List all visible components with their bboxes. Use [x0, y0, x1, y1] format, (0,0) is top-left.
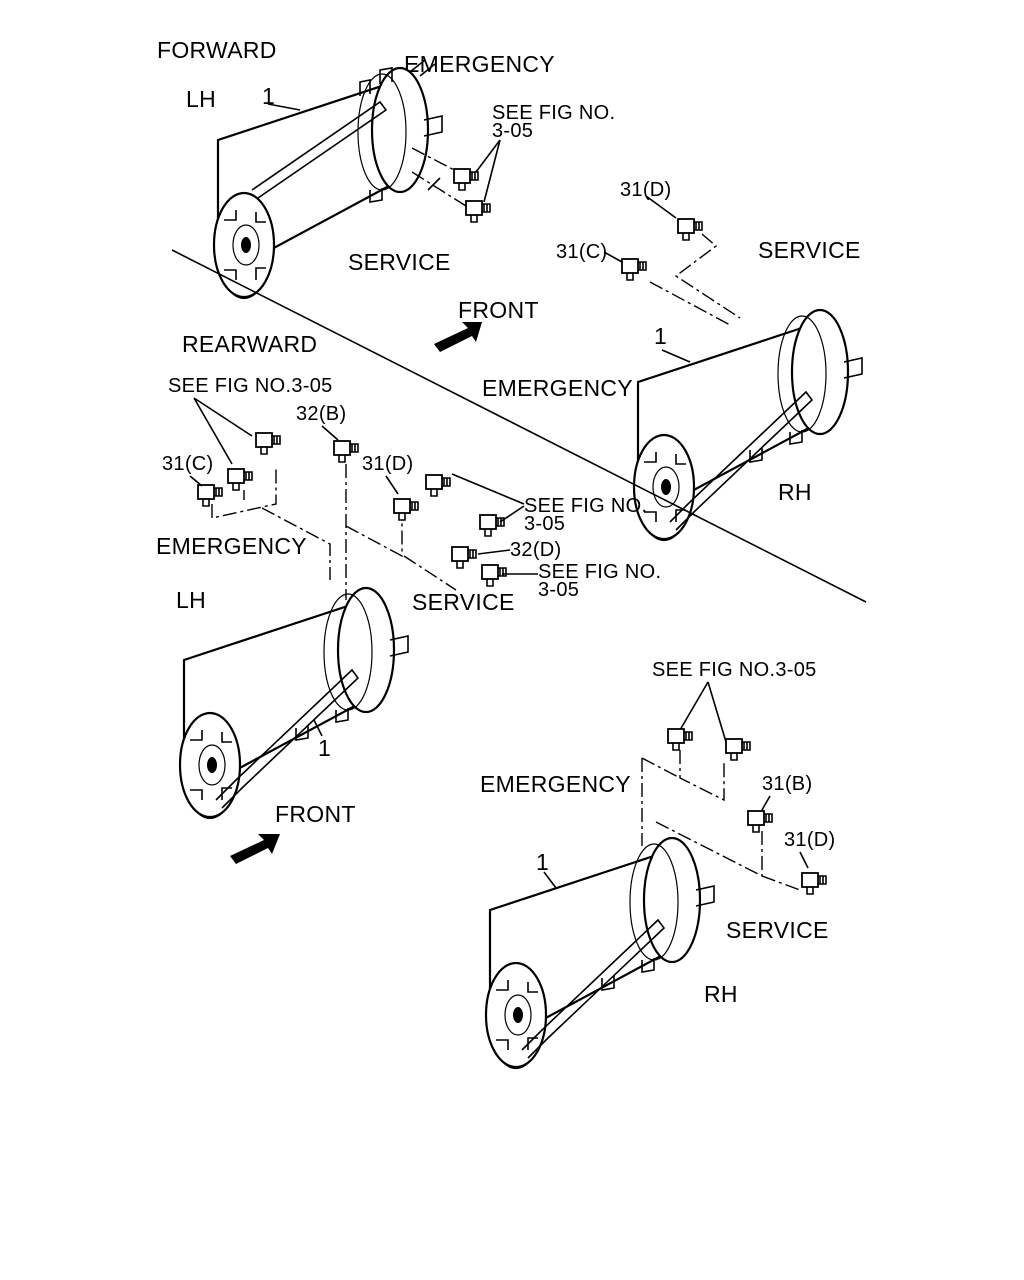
- rearward-lh-31c-fitting: [197, 484, 223, 507]
- forward-lh-hose-lines: [411, 147, 467, 207]
- forward-front-arrow-icon: [434, 322, 482, 352]
- rearward-lh-31d-callout: 31(D): [362, 453, 414, 475]
- rearward-lh-32b-callout: 32(B): [296, 403, 346, 425]
- rearward-lh-see-fig-inline: SEE FIG NO.3-05: [168, 375, 333, 397]
- rearward-rh-label: RH: [704, 981, 738, 1007]
- rearward-lh-see-fig-a-line1: SEE FIG NO.: [524, 495, 647, 517]
- rearward-lh-see-fig-a-line2: 3-05: [524, 513, 565, 535]
- forward-lh-label: LH: [186, 86, 216, 112]
- rearward-lh-32d-fitting: [451, 546, 477, 569]
- forward-section-label: FORWARD: [157, 37, 277, 63]
- rearward-lh-label: LH: [176, 587, 206, 613]
- forward-lh-part-1-leader: [267, 103, 301, 111]
- forward-lh-see-fig-line1: SEE FIG NO.: [492, 102, 615, 124]
- rearward-lh-see-fig-leaders: [193, 397, 253, 465]
- rearward-front-label: FRONT: [275, 801, 356, 827]
- rearward-rh-31b-leader: [761, 795, 771, 811]
- rearward-lh-31d-leader: [385, 475, 399, 495]
- rearward-rh-31d-fitting: [801, 872, 827, 895]
- rearward-lh-leaders: [451, 473, 538, 575]
- forward-rh-31c-callout: 31(C): [556, 241, 608, 263]
- forward-lh-see-fig-line2: 3-05: [492, 120, 533, 142]
- forward-rh-emergency-label: EMERGENCY: [482, 375, 633, 401]
- rearward-rh-hose-lines: [641, 750, 801, 891]
- rearward-rh-see-fig-leaders: [679, 681, 727, 743]
- rearward-rh-service-label: SERVICE: [726, 917, 829, 943]
- rearward-lh-see-fig-b-line2: 3-05: [538, 579, 579, 601]
- rearward-lh-fitting-e: [481, 564, 507, 587]
- rearward-rh-emergency-label: EMERGENCY: [480, 771, 631, 797]
- forward-rh-label: RH: [778, 479, 812, 505]
- rearward-rh-31d-leader: [799, 851, 809, 869]
- rearward-lh-see-fig-b-line1: SEE FIG NO.: [538, 561, 661, 583]
- forward-rh-service-label: SERVICE: [758, 237, 861, 263]
- rearward-lh-fitting-c: [425, 474, 451, 497]
- rearward-rh-31b-callout: 31(B): [762, 773, 812, 795]
- forward-rh-hose-lines: [649, 233, 741, 327]
- forward-lh-see-fig-leaders: [475, 139, 501, 203]
- rearward-rh-brake-chamber: [484, 836, 716, 1070]
- forward-rh-brake-chamber: [632, 308, 864, 542]
- forward-rh-31d-leader: [645, 195, 677, 219]
- rearward-lh-32b-fitting: [333, 440, 359, 463]
- rearward-lh-31d-fitting: [393, 498, 419, 521]
- forward-lh-fitting-upper: [453, 168, 479, 191]
- rearward-lh-fitting-a: [255, 432, 281, 455]
- rearward-lh-32b-leader: [321, 425, 339, 441]
- forward-rh-31d-fitting: [677, 218, 703, 241]
- rearward-section-label: REARWARD: [182, 331, 317, 357]
- rearward-lh-part-1-callout: 1: [318, 735, 331, 761]
- forward-rh-31c-leader: [603, 251, 623, 263]
- rearward-rh-part-1-callout: 1: [536, 849, 549, 875]
- rearward-lh-service-label: SERVICE: [412, 589, 515, 615]
- section-divider-line: [171, 249, 867, 603]
- rearward-lh-31c-callout: 31(C): [162, 453, 214, 475]
- forward-lh-service-label: SERVICE: [348, 249, 451, 275]
- rearward-rh-31d-callout: 31(D): [784, 829, 836, 851]
- rearward-lh-31c-leader: [189, 475, 203, 487]
- rearward-rh-part-1-leader: [543, 871, 557, 889]
- rearward-lh-32d-callout: 32(D): [510, 539, 562, 561]
- rearward-rh-31b-fitting: [747, 810, 773, 833]
- rearward-lh-hose-lines: [211, 464, 457, 600]
- forward-rh-31c-fitting: [621, 258, 647, 281]
- rearward-lh-emergency-label: EMERGENCY: [156, 533, 307, 559]
- forward-lh-fitting-lower: [465, 200, 491, 223]
- forward-rh-31d-callout: 31(D): [620, 179, 672, 201]
- forward-front-label: FRONT: [458, 297, 539, 323]
- forward-lh-part-1-callout: 1: [262, 83, 275, 109]
- rearward-lh-fitting-d: [479, 514, 505, 537]
- rearward-lh-part-1-leader: [313, 719, 323, 737]
- rearward-lh-brake-chamber: [178, 586, 410, 820]
- rearward-rh-fitting-b: [725, 738, 751, 761]
- rearward-front-arrow-icon: [230, 834, 280, 864]
- forward-lh-emergency-label: EMERGENCY: [404, 51, 555, 77]
- forward-rh-part-1-leader: [661, 349, 691, 363]
- rearward-rh-fitting-a: [667, 728, 693, 751]
- forward-rh-part-1-callout: 1: [654, 323, 667, 349]
- rearward-rh-see-fig-inline: SEE FIG NO.3-05: [652, 659, 817, 681]
- rearward-lh-fitting-b: [227, 468, 253, 491]
